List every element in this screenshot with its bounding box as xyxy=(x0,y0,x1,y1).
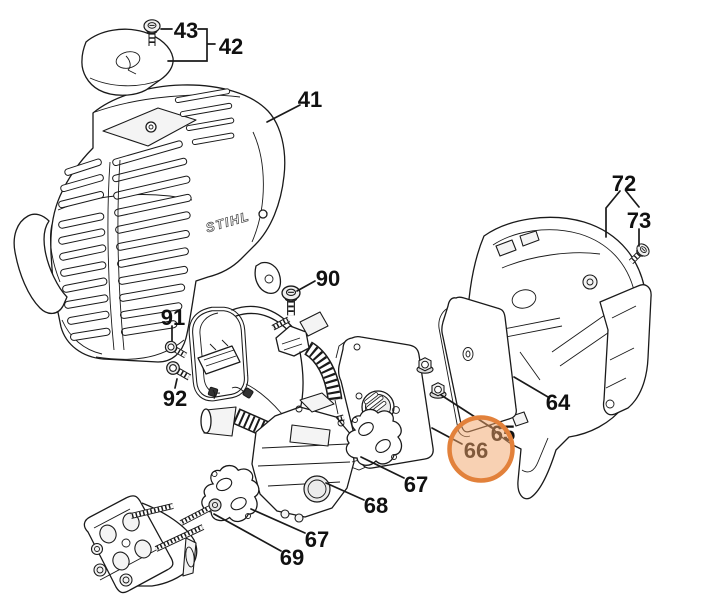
part-label-42[interactable]: 42 xyxy=(219,34,243,59)
part-label-68[interactable]: 68 xyxy=(364,493,388,518)
nut-65-upper xyxy=(416,357,434,374)
part-label-43[interactable]: 43 xyxy=(174,18,198,43)
mounting-bolts xyxy=(130,498,222,552)
part-label-73[interactable]: 73 xyxy=(627,208,651,233)
part-top-cover-42 xyxy=(81,28,174,96)
part-label-91[interactable]: 91 xyxy=(161,305,185,330)
part-label-67a[interactable]: 67 xyxy=(404,472,428,497)
part-label-69[interactable]: 69 xyxy=(280,545,304,570)
part-label-67b[interactable]: 67 xyxy=(305,527,329,552)
intake-hose xyxy=(303,341,343,402)
shroud-top-slots xyxy=(174,88,235,146)
shroud-louver-grille xyxy=(58,140,192,351)
part-label-72[interactable]: 72 xyxy=(612,171,636,196)
part-manifold-69 xyxy=(83,495,198,594)
part-label-64[interactable]: 64 xyxy=(546,390,571,415)
part-label-92[interactable]: 92 xyxy=(163,386,187,411)
highlight-circle-66 xyxy=(447,415,515,483)
part-gasket-67-lower xyxy=(199,461,263,526)
wiring-harness xyxy=(188,305,329,411)
part-gasket-67-upper xyxy=(345,408,403,466)
part-label-41[interactable]: 41 xyxy=(298,87,322,112)
screw-92 xyxy=(164,359,192,383)
part-carburetor-68 xyxy=(200,383,367,523)
part-label-90[interactable]: 90 xyxy=(316,266,340,291)
part-shroud-41: STIHL xyxy=(13,84,286,363)
